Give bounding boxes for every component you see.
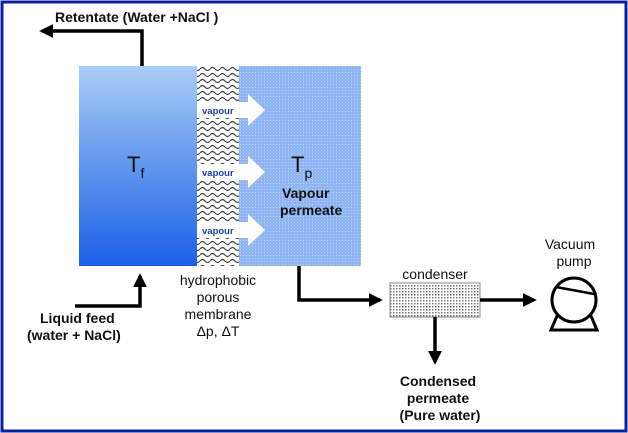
vacuum-pump-label-line1: Vacuum: [545, 236, 595, 252]
membrane-label-line2: porous: [197, 289, 240, 305]
membrane-label-line1: hydrophobic: [180, 272, 256, 288]
vapour-arrow-1: vapour: [197, 94, 265, 126]
membrane-label-line4: Δp, ΔT: [197, 323, 240, 339]
condensed-permeate-label-line1: Condensed: [400, 373, 476, 389]
vapour-arrow-3: vapour: [197, 214, 265, 246]
liquid-feed-label-line2: (water + NaCl): [27, 327, 121, 343]
liquid-feed-label-line1: Liquid feed: [40, 310, 115, 326]
vapour-permeate-label-line2: permeate: [280, 202, 342, 218]
condenser-label: condenser: [402, 266, 468, 282]
permeate-temperature-label: Tp: [291, 152, 312, 181]
permeate-to-condenser-arrow: [297, 266, 383, 307]
vapour-label-3: vapour: [202, 226, 234, 237]
vapour-label-2: vapour: [202, 168, 234, 179]
condensed-permeate-label-line2: permeate: [407, 390, 469, 406]
vacuum-pump-icon: [548, 276, 600, 332]
feed-side-block: [79, 66, 197, 266]
vapour-label-1: vapour: [202, 106, 234, 117]
retentate-arrow: [39, 24, 144, 66]
vapour-arrow-2: vapour: [197, 156, 265, 188]
condensed-permeate-label-line3: (Pure water): [400, 407, 481, 423]
liquid-feed-arrow: [75, 273, 147, 308]
vacuum-pump-label-line2: pump: [556, 253, 591, 269]
vapour-permeate-label-line1: Vapour: [282, 185, 330, 201]
feed-temperature-label: Tf: [127, 152, 144, 181]
retentate-label: Retentate (Water +NaCl ): [55, 9, 218, 25]
condenser-block: [389, 282, 481, 318]
membrane-label-line3: membrane: [185, 306, 252, 322]
